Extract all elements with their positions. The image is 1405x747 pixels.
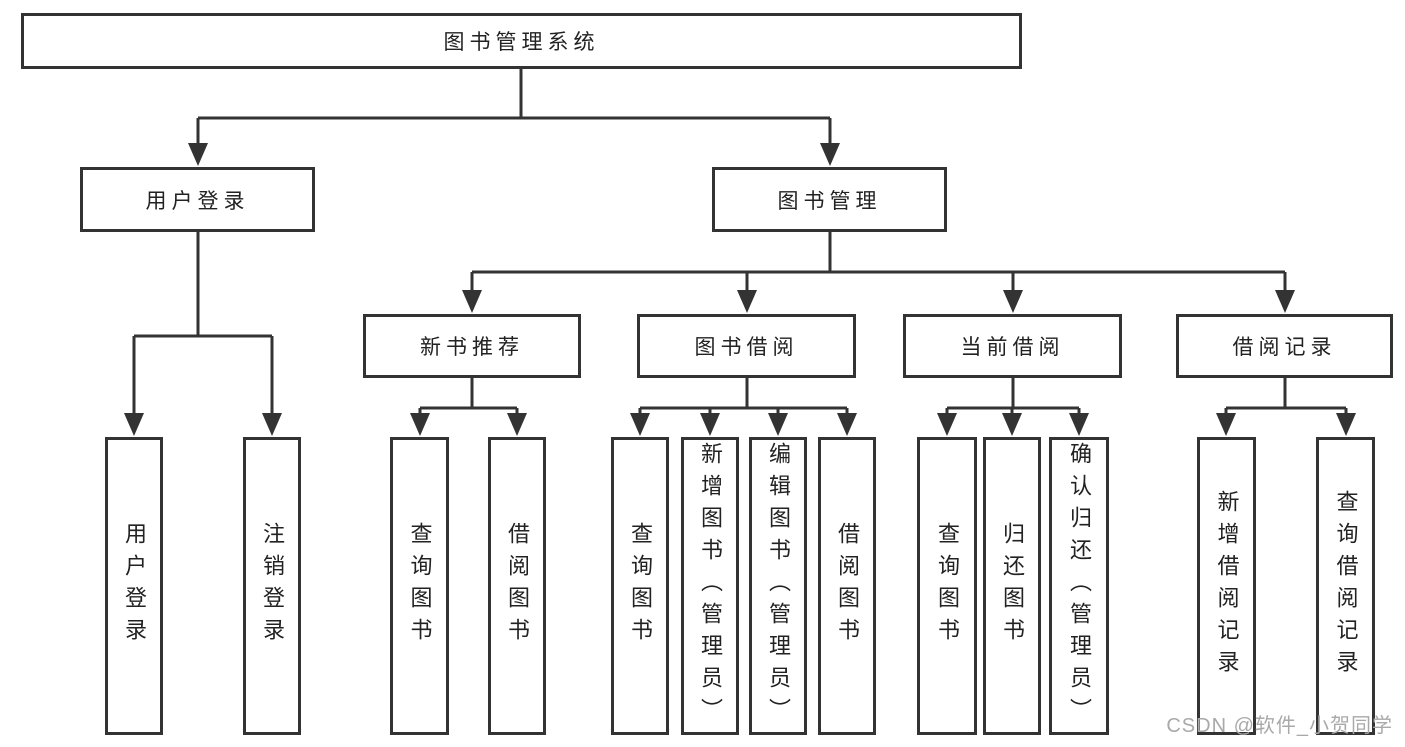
leaf-newbook-query-books: 查询图书 bbox=[390, 437, 449, 735]
leaf-current-query-books: 查询图书 bbox=[917, 437, 977, 735]
leaf-borrow-query-books: 查询图书 bbox=[611, 437, 669, 735]
node-book-management: 图书管理 bbox=[712, 167, 947, 232]
leaf-records-add-record: 新增借阅记录 bbox=[1197, 437, 1256, 735]
csdn-watermark: CSDN @软件_小贺同学 bbox=[1166, 715, 1393, 737]
leaf-borrow-edit-books-admin: 编辑图书（管理员） bbox=[749, 437, 807, 735]
leaf-borrow-borrow-books: 借阅图书 bbox=[818, 437, 876, 735]
leaf-current-return-books: 归还图书 bbox=[983, 437, 1041, 735]
leaf-records-query-record: 查询借阅记录 bbox=[1316, 437, 1375, 735]
leaf-logout: 注销登录 bbox=[243, 437, 301, 735]
node-current-borrowing: 当前借阅 bbox=[903, 314, 1122, 378]
leaf-user-login: 用户登录 bbox=[105, 437, 163, 735]
node-root-library-management-system: 图书管理系统 bbox=[21, 13, 1022, 69]
node-book-borrowing: 图书借阅 bbox=[637, 314, 856, 378]
node-user-login: 用户登录 bbox=[80, 167, 315, 232]
leaf-borrow-add-books-admin: 新增图书（管理员） bbox=[681, 437, 739, 735]
leaf-newbook-borrow-books: 借阅图书 bbox=[488, 437, 546, 735]
node-borrowing-records: 借阅记录 bbox=[1176, 314, 1393, 378]
leaf-current-confirm-return-admin: 确认归还（管理员） bbox=[1049, 437, 1109, 735]
node-new-book-recommendation: 新书推荐 bbox=[363, 314, 581, 378]
